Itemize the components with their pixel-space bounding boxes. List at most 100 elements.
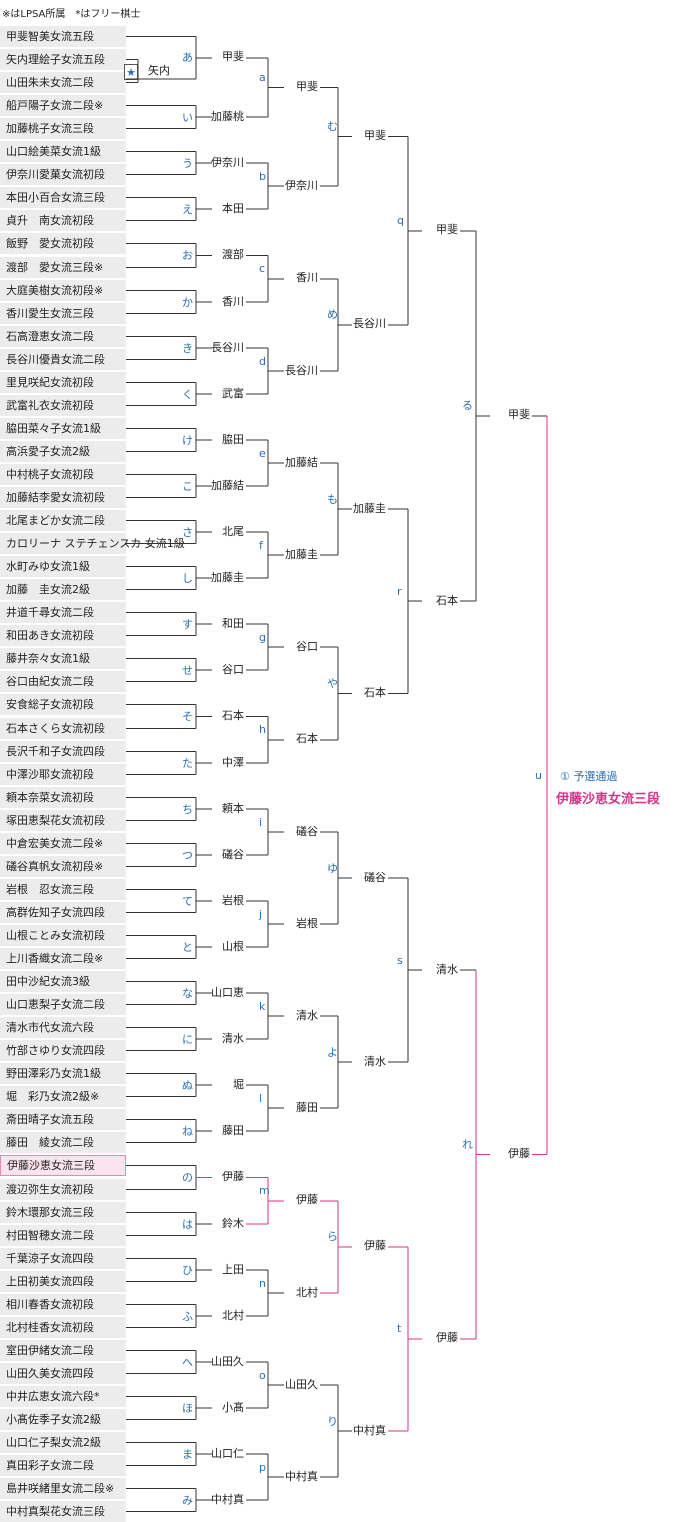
player-row: 里見咲紀女流初段 [0,372,126,393]
match-node-label: r [397,584,402,598]
match-node-label: き [182,341,193,355]
player-row: 香川愛生女流三段 [0,303,126,324]
match-node-label: る [462,399,473,413]
match-node-label: さ [182,525,193,539]
player-row: 室田伊緒女流二段 [0,1340,126,1361]
match-node-label: よ [327,1045,338,1059]
player-row: 山田久美女流四段 [0,1363,126,1384]
winner-label: 山田久 [211,1354,244,1368]
player-row: 千葉涼子女流四段 [0,1248,126,1269]
player-row: 島井咲緒里女流二段※ [0,1478,126,1499]
player-row: 野田澤彩乃女流1級 [0,1063,126,1084]
match-node-label: う [182,156,193,170]
match-node-label: ら [327,1230,338,1244]
winner-label: 中村真 [353,1423,386,1437]
match-node-label: と [182,940,193,954]
player-row: 相川春香女流初段 [0,1294,126,1315]
winner-label: 甲斐 [364,129,386,143]
winner-label: 中澤 [222,755,244,769]
match-node-label: へ [182,1355,193,1369]
player-row: 甲斐智美女流五段 [0,26,126,47]
match-node-label: ね [182,1124,193,1138]
player-row: 山根ことみ女流初段 [0,925,126,946]
winner-label: 伊藤 [296,1193,318,1207]
match-node-label: ち [182,802,193,816]
winner-label: 伊藤 [436,1331,458,1345]
match-node-label: め [327,308,338,322]
bye-winner-label: 矢内 [148,64,170,77]
match-node-label: は [182,1217,193,1231]
player-row: 伊藤沙恵女流三段 [0,1155,126,1176]
player-row: 脇田菜々子女流1級 [0,418,126,439]
winner-label: 北尾 [222,524,244,538]
player-row: 山田朱未女流二段 [0,72,126,93]
winner-label: 石本 [296,732,318,746]
player-row: 加藤結李愛女流初段 [0,487,126,508]
match-node-label: せ [182,663,193,677]
player-row: 上川香織女流二段※ [0,948,126,969]
champion-note: ① 予選通過 [560,770,618,783]
winner-label: 清水 [222,1031,244,1045]
player-row: 真田彩子女流二段 [0,1455,126,1476]
match-node-label: れ [462,1137,473,1151]
match-node-label: q [397,214,404,228]
winner-label: 岩根 [222,893,244,907]
player-row: 村田智穂女流二段 [0,1225,126,1246]
match-node-label: あ [182,51,193,65]
match-node-label: こ [182,479,193,493]
player-row: 高浜愛子女流2級 [0,441,126,462]
player-row: 加藤 圭女流2級 [0,579,126,600]
winner-label: 加藤圭 [211,570,244,584]
match-node-label: も [327,492,338,506]
player-row: 中澤沙耶女流初段 [0,764,126,785]
player-row: 岩根 忍女流三段 [0,879,126,900]
winner-label: 脇田 [222,432,244,446]
winner-label: 伊藤 [364,1239,386,1253]
match-node-label: g [259,630,266,644]
winner-label: 加藤結 [211,478,244,492]
winner-label: 甲斐 [508,408,530,422]
champion-name: 伊藤沙恵女流三段 [556,792,661,807]
player-row: 長沢千和子女流四段 [0,741,126,762]
player-row: 中村桃子女流初段 [0,464,126,485]
match-node-label: p [259,1460,266,1474]
player-row: 田中沙紀女流3級 [0,971,126,992]
match-node-label: み [182,1493,193,1507]
player-row: 鈴木環那女流三段 [0,1202,126,1223]
player-row: 堀 彩乃女流2級※ [0,1086,126,1107]
match-node-label: て [182,894,193,908]
match-node-label: ぬ [182,1078,193,1092]
player-row: 伊奈川愛菓女流初段 [0,164,126,185]
winner-label: 伊奈川 [285,178,318,192]
player-row: 斎田晴子女流五段 [0,1109,126,1130]
player-row: 中村真梨花女流三段 [0,1501,126,1522]
match-node-label: k [259,999,266,1013]
winner-label: 北村 [222,1308,244,1322]
winner-label: 長谷川 [353,317,386,331]
winner-label: 長谷川 [285,363,318,377]
match-node-label: む [327,120,338,134]
player-row: 竹部さゆり女流四段 [0,1040,126,1061]
player-row: 中倉宏美女流二段※ [0,833,126,854]
match-node-label: j [259,907,263,921]
player-row: 安食総子女流初段 [0,694,126,715]
match-node-label: お [182,249,193,262]
match-node-label: h [259,723,266,737]
player-row: 貞升 南女流初段 [0,210,126,231]
player-row: 頼本奈菜女流初段 [0,787,126,808]
match-node-label: c [259,262,266,276]
match-node-label: く [182,387,193,401]
winner-label: 清水 [436,962,458,976]
match-node-label: な [182,986,193,1000]
winner-label: 岩根 [296,916,318,930]
winner-label: 頼本 [222,801,244,815]
match-node-label: t [397,1322,402,1336]
player-row: 矢内理絵子女流五段 [0,49,126,70]
winner-label: 中村真 [211,1492,244,1506]
winner-label: 山口仁 [211,1446,244,1460]
match-node-label: o [259,1368,266,1382]
match-node-label: け [182,433,193,447]
player-row: 北尾まどか女流二段 [0,510,126,531]
player-row: 山口仁子梨女流2級 [0,1432,126,1453]
